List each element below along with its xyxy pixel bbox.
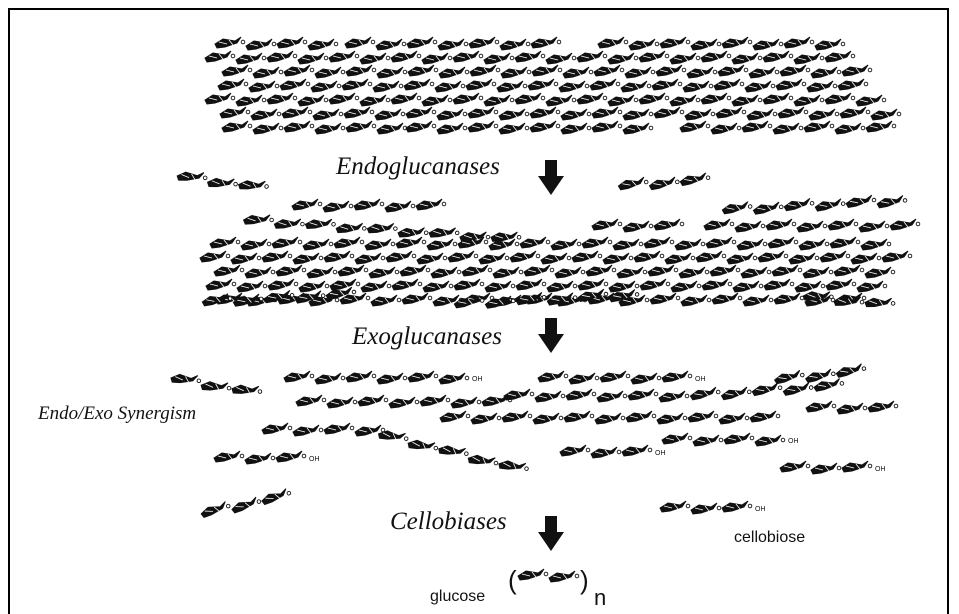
- cellulose-chain-icon: [169, 370, 264, 399]
- svg-text:OH: OH: [788, 438, 799, 445]
- cellulose-chain-icon: [199, 487, 293, 519]
- cellobiose-label: cellobiose: [734, 529, 806, 546]
- cellulose-chain-icon: [204, 92, 887, 107]
- down-arrow-icon: [538, 318, 564, 353]
- svg-text:OH: OH: [655, 450, 666, 457]
- cellulose-chain-icon: OH: [283, 370, 483, 385]
- cellulose-chain-icon: OH: [213, 450, 320, 465]
- cellulose-chain-icon: [213, 264, 896, 279]
- paren-open: (: [508, 565, 517, 595]
- cellulose-chain-icon: [597, 36, 846, 51]
- cellulose-chain-icon: [217, 78, 869, 93]
- cellulose-chain-icon: [219, 106, 902, 121]
- cellulose-chain-icon: [503, 388, 690, 403]
- cellulose-chain-icon: OH: [537, 370, 706, 385]
- cellobiases-label: Cellobiases: [390, 508, 507, 535]
- cellulose-chain-icon: [221, 120, 408, 135]
- cellulose-chain-icon: [261, 422, 386, 437]
- down-arrow-icon: [538, 160, 564, 195]
- exoglucanases-label: Exoglucanases: [352, 323, 502, 350]
- cellulose-chain-icon: [679, 120, 897, 135]
- cellulose-chain-icon: [201, 286, 357, 307]
- cellulose-chain-icon: OH: [779, 460, 886, 475]
- cellulose-chain-icon: [176, 168, 270, 194]
- cellulose-chain-icon: [439, 410, 781, 425]
- endoglucanases-label: Endoglucanases: [336, 153, 500, 180]
- svg-text:OH: OH: [875, 466, 886, 473]
- cellulose-chain-icon: [214, 36, 339, 51]
- cellulose-chain-icon: [721, 194, 908, 215]
- cellulose-chain-icon: [221, 64, 873, 79]
- paren-close: ): [580, 565, 589, 595]
- cellulose-chain-icon: [377, 426, 530, 476]
- cellulose-chain-icon: [205, 278, 888, 293]
- down-arrow-icon: [538, 516, 564, 551]
- cellulose-chain-icon: [204, 50, 856, 65]
- subscript-n: n: [594, 585, 607, 610]
- synergism-label: Endo/Exo Synergism: [38, 403, 197, 424]
- svg-text:OH: OH: [472, 376, 483, 383]
- cellulose-chain-icon: OH: [659, 500, 766, 515]
- cellulose-chain-icon: [199, 250, 913, 265]
- cellulose-chain-icon: [405, 120, 654, 135]
- glucose-label: glucose: [430, 588, 486, 605]
- cellulose-chain-icon: [209, 236, 892, 251]
- svg-text:OH: OH: [309, 456, 320, 463]
- cellulose-chain-icon: [689, 377, 845, 401]
- cellulose-chain-icon: [617, 172, 711, 191]
- cellulose-chain-icon: [344, 36, 562, 51]
- cellulose-chain-icon: OH: [559, 444, 666, 459]
- cellulose-chain-icon: [291, 198, 447, 213]
- svg-text:OH: OH: [755, 506, 766, 513]
- cellulose-chain-icon: [517, 568, 580, 583]
- figure-frame: [8, 8, 949, 614]
- cellulose-chain-icon: [591, 218, 685, 233]
- cellulose-chain-icon: [295, 394, 513, 409]
- svg-text:OH: OH: [695, 376, 706, 383]
- cellulose-chain-icon: OH: [661, 432, 799, 447]
- cellulose-chain-icon: [703, 218, 921, 233]
- cellulose-chain-icon: [805, 400, 899, 415]
